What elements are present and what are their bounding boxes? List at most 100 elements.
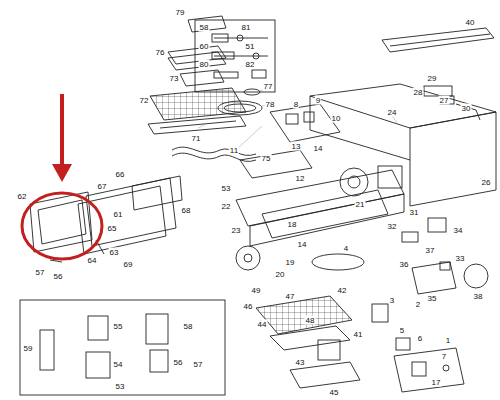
callout-number: 41 xyxy=(353,330,364,339)
callout-number: 2 xyxy=(415,300,421,309)
red-arrow xyxy=(60,94,64,166)
callout-number: 60 xyxy=(199,42,210,51)
callout-number: 58 xyxy=(199,23,210,32)
blower-fan xyxy=(340,168,368,196)
leader-lines xyxy=(198,88,486,182)
callout-number: 72 xyxy=(139,96,150,105)
callout-number: 82 xyxy=(245,60,256,69)
transformer-41 xyxy=(318,340,340,360)
callout-number: 14 xyxy=(297,240,308,249)
callout-number: 64 xyxy=(87,256,98,265)
callout-number: 45 xyxy=(329,388,340,397)
callout-number: 7 xyxy=(441,352,447,361)
callout-number: 58 xyxy=(183,322,194,331)
callout-number: 79 xyxy=(175,8,186,17)
callout-number: 21 xyxy=(355,200,366,209)
control-parts-box xyxy=(20,300,225,395)
callout-number: 67 xyxy=(97,182,108,191)
callout-number: 12 xyxy=(295,174,306,183)
callout-number: 8 xyxy=(293,100,299,109)
callout-number: 73 xyxy=(169,74,180,83)
callout-number: 76 xyxy=(155,48,166,57)
callout-number: 38 xyxy=(473,292,484,301)
plate-73 xyxy=(180,70,224,86)
callout-number: 68 xyxy=(181,206,192,215)
callout-number: 20 xyxy=(275,270,286,279)
callout-number: 54 xyxy=(113,360,124,369)
callout-number: 63 xyxy=(109,248,120,257)
cord-75 xyxy=(172,147,256,155)
callout-number: 14 xyxy=(313,144,324,153)
part-38 xyxy=(464,264,488,288)
callout-number: 35 xyxy=(427,294,438,303)
cavity-floor xyxy=(312,254,364,270)
callout-number: 9 xyxy=(315,96,321,105)
callout-number: 32 xyxy=(387,222,398,231)
callout-number: 57 xyxy=(35,268,46,277)
callout-number: 69 xyxy=(123,260,134,269)
callout-number: 26 xyxy=(481,178,492,187)
part-35 xyxy=(412,262,456,294)
cabinet-top xyxy=(310,84,496,128)
callout-number: 56 xyxy=(173,358,184,367)
tray-46 xyxy=(256,296,352,334)
callout-number: 3 xyxy=(389,296,395,305)
callout-number: 40 xyxy=(465,18,476,27)
callout-number: 11 xyxy=(229,146,239,155)
callout-number: 5 xyxy=(399,326,405,335)
callout-number: 33 xyxy=(455,254,466,263)
callout-number: 66 xyxy=(115,170,126,179)
red-arrowhead xyxy=(52,164,72,182)
callout-number: 37 xyxy=(425,246,436,255)
callout-number: 65 xyxy=(107,224,118,233)
stirrer xyxy=(236,246,260,270)
callout-number: 30 xyxy=(461,104,472,113)
callout-number: 23 xyxy=(231,226,242,235)
callout-number: 47 xyxy=(285,292,296,301)
callout-number: 53 xyxy=(115,382,126,391)
callout-number: 75 xyxy=(261,154,272,163)
callout-number: 81 xyxy=(241,23,252,32)
callout-number: 44 xyxy=(257,320,268,329)
callout-number: 80 xyxy=(199,60,210,69)
callout-number: 24 xyxy=(387,108,398,117)
callout-number: 71 xyxy=(191,134,202,143)
callout-number: 43 xyxy=(295,358,306,367)
bracket-1 xyxy=(394,348,464,392)
callout-number: 13 xyxy=(291,142,302,151)
module-11 xyxy=(270,104,340,142)
callout-number: 61 xyxy=(113,210,124,219)
roller-77 xyxy=(244,89,260,95)
callout-number: 4 xyxy=(343,244,349,253)
part-3 xyxy=(372,304,388,322)
parts-linework xyxy=(20,16,496,395)
callout-number: 18 xyxy=(287,220,298,229)
part-34 xyxy=(428,218,446,232)
parts-kit-box xyxy=(195,20,275,92)
red-ellipse xyxy=(22,193,102,259)
callout-number: 31 xyxy=(409,208,420,217)
cabinet-side xyxy=(410,112,496,206)
callout-number: 29 xyxy=(427,74,438,83)
callout-number: 10 xyxy=(331,114,342,123)
callout-number: 48 xyxy=(305,316,316,325)
door-glass xyxy=(30,192,92,252)
door-choke xyxy=(78,186,166,254)
callout-number: 34 xyxy=(453,226,464,235)
callout-number: 51 xyxy=(245,42,256,51)
callout-number: 59 xyxy=(23,344,34,353)
callout-number: 36 xyxy=(399,260,410,269)
callout-number: 22 xyxy=(221,202,232,211)
callout-number: 6 xyxy=(417,334,423,343)
callout-number: 62 xyxy=(17,192,28,201)
callout-number: 42 xyxy=(337,286,348,295)
highlight xyxy=(22,94,102,259)
callout-number: 19 xyxy=(285,258,296,267)
callout-number: 56 xyxy=(53,272,64,281)
bar-71 xyxy=(148,116,246,134)
callout-number: 1 xyxy=(445,336,451,345)
rack-72 xyxy=(150,88,246,120)
callout-number: 27 xyxy=(439,96,450,105)
callout-number: 49 xyxy=(251,286,262,295)
